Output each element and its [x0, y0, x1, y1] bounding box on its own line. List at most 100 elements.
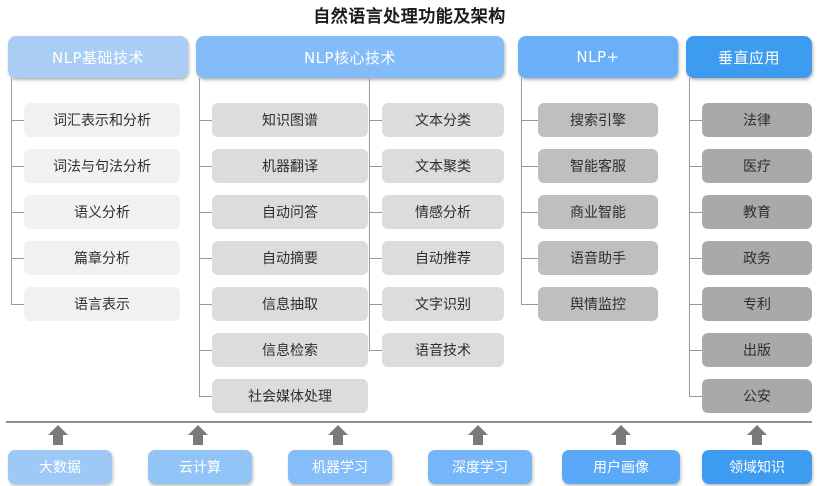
node-box[interactable]: 语音技术: [382, 333, 504, 367]
connector-stub: [521, 166, 538, 167]
node-box[interactable]: 文本聚类: [382, 149, 504, 183]
node-box[interactable]: 篇章分析: [24, 241, 180, 275]
connector-stub: [521, 258, 538, 259]
connector-stub: [689, 120, 702, 121]
connector-stub: [199, 258, 212, 259]
page-title: 自然语言处理功能及架构: [313, 7, 506, 27]
node-label: 公安: [743, 389, 771, 405]
node-box[interactable]: 公安: [702, 379, 812, 413]
node-box[interactable]: 自动推荐: [382, 241, 504, 275]
node-label: 语言表示: [74, 297, 130, 313]
node-box[interactable]: 社会媒体处理: [212, 379, 368, 413]
node-label: 情感分析: [415, 205, 471, 221]
up-arrow-icon: [746, 424, 768, 446]
node-label: 出版: [743, 343, 771, 359]
node-label: 政务: [743, 251, 771, 267]
connector-stub: [369, 350, 382, 351]
up-arrow-icon: [187, 424, 209, 446]
node-box[interactable]: 语言表示: [24, 287, 180, 321]
connector-trunk: [199, 78, 200, 396]
up-arrow-icon: [610, 424, 632, 446]
column-header-label: NLP基础技术: [51, 48, 145, 67]
node-box[interactable]: 知识图谱: [212, 103, 368, 137]
node-box[interactable]: 智能客服: [538, 149, 658, 183]
node-box[interactable]: 机器翻译: [212, 149, 368, 183]
node-box[interactable]: 自动摘要: [212, 241, 368, 275]
column-header-label: 垂直应用: [717, 48, 780, 67]
node-box[interactable]: 情感分析: [382, 195, 504, 229]
column-header-nlp-plus[interactable]: NLP+: [518, 36, 678, 78]
node-box[interactable]: 搜索引擎: [538, 103, 658, 137]
node-label: 自动问答: [262, 205, 318, 221]
foundation-label: 领域知识: [729, 460, 785, 476]
column-header-label: NLP+: [576, 48, 620, 66]
column-header-label: NLP核心技术: [303, 48, 397, 67]
node-box[interactable]: 专利: [702, 287, 812, 321]
column-header-vertical-apps[interactable]: 垂直应用: [686, 36, 812, 78]
node-box[interactable]: 自动问答: [212, 195, 368, 229]
connector-stub: [689, 258, 702, 259]
connector-stub: [521, 120, 538, 121]
node-box[interactable]: 文本分类: [382, 103, 504, 137]
connector-trunk: [369, 78, 370, 350]
connector-stub: [689, 212, 702, 213]
foundation-label: 深度学习: [452, 460, 508, 476]
node-label: 词法与句法分析: [53, 159, 151, 175]
node-label: 语音技术: [415, 343, 471, 359]
node-box[interactable]: 文字识别: [382, 287, 504, 321]
node-label: 文本聚类: [415, 159, 471, 175]
foundation-box[interactable]: 机器学习: [288, 450, 392, 484]
node-box[interactable]: 词法与句法分析: [24, 149, 180, 183]
foundation-label: 机器学习: [312, 460, 368, 476]
connector-stub: [521, 212, 538, 213]
connector-stub: [689, 350, 702, 351]
node-box[interactable]: 语音助手: [538, 241, 658, 275]
node-label: 商业智能: [570, 205, 626, 221]
connector-stub: [199, 396, 212, 397]
node-label: 知识图谱: [262, 113, 318, 129]
connector-stub: [11, 304, 24, 305]
node-label: 搜索引擎: [570, 113, 626, 129]
node-label: 语义分析: [74, 205, 130, 221]
foundation-box[interactable]: 云计算: [148, 450, 252, 484]
node-label: 文字识别: [415, 297, 471, 313]
node-box[interactable]: 政务: [702, 241, 812, 275]
node-box[interactable]: 语义分析: [24, 195, 180, 229]
foundation-box[interactable]: 用户画像: [562, 450, 680, 484]
node-box[interactable]: 信息抽取: [212, 287, 368, 321]
node-box[interactable]: 商业智能: [538, 195, 658, 229]
connector-stub: [11, 120, 24, 121]
node-label: 医疗: [743, 159, 771, 175]
node-box[interactable]: 信息检索: [212, 333, 368, 367]
connector-stub: [369, 120, 382, 121]
foundation-box[interactable]: 领域知识: [702, 450, 812, 484]
node-box[interactable]: 出版: [702, 333, 812, 367]
foundation-box[interactable]: 深度学习: [428, 450, 532, 484]
foundation-label: 大数据: [39, 460, 81, 476]
connector-stub: [369, 166, 382, 167]
up-arrow-icon: [327, 424, 349, 446]
connector-stub: [199, 304, 212, 305]
node-label: 词汇表示和分析: [53, 113, 151, 129]
node-label: 机器翻译: [262, 159, 318, 175]
connector-stub: [689, 396, 702, 397]
node-box[interactable]: 词汇表示和分析: [24, 103, 180, 137]
node-label: 社会媒体处理: [248, 389, 332, 405]
foundation-divider-rule: [6, 421, 812, 423]
connector-trunk: [521, 78, 522, 304]
node-box[interactable]: 舆情监控: [538, 287, 658, 321]
column-header-nlp-basic[interactable]: NLP基础技术: [8, 36, 188, 78]
foundation-label: 云计算: [179, 460, 221, 476]
node-box[interactable]: 教育: [702, 195, 812, 229]
node-box[interactable]: 医疗: [702, 149, 812, 183]
node-box[interactable]: 法律: [702, 103, 812, 137]
node-label: 法律: [743, 113, 771, 129]
connector-stub: [369, 258, 382, 259]
foundation-box[interactable]: 大数据: [8, 450, 112, 484]
foundation-label: 用户画像: [593, 460, 649, 476]
column-header-nlp-core[interactable]: NLP核心技术: [196, 36, 504, 78]
connector-stub: [199, 166, 212, 167]
node-label: 自动摘要: [262, 251, 318, 267]
node-label: 舆情监控: [570, 297, 626, 313]
